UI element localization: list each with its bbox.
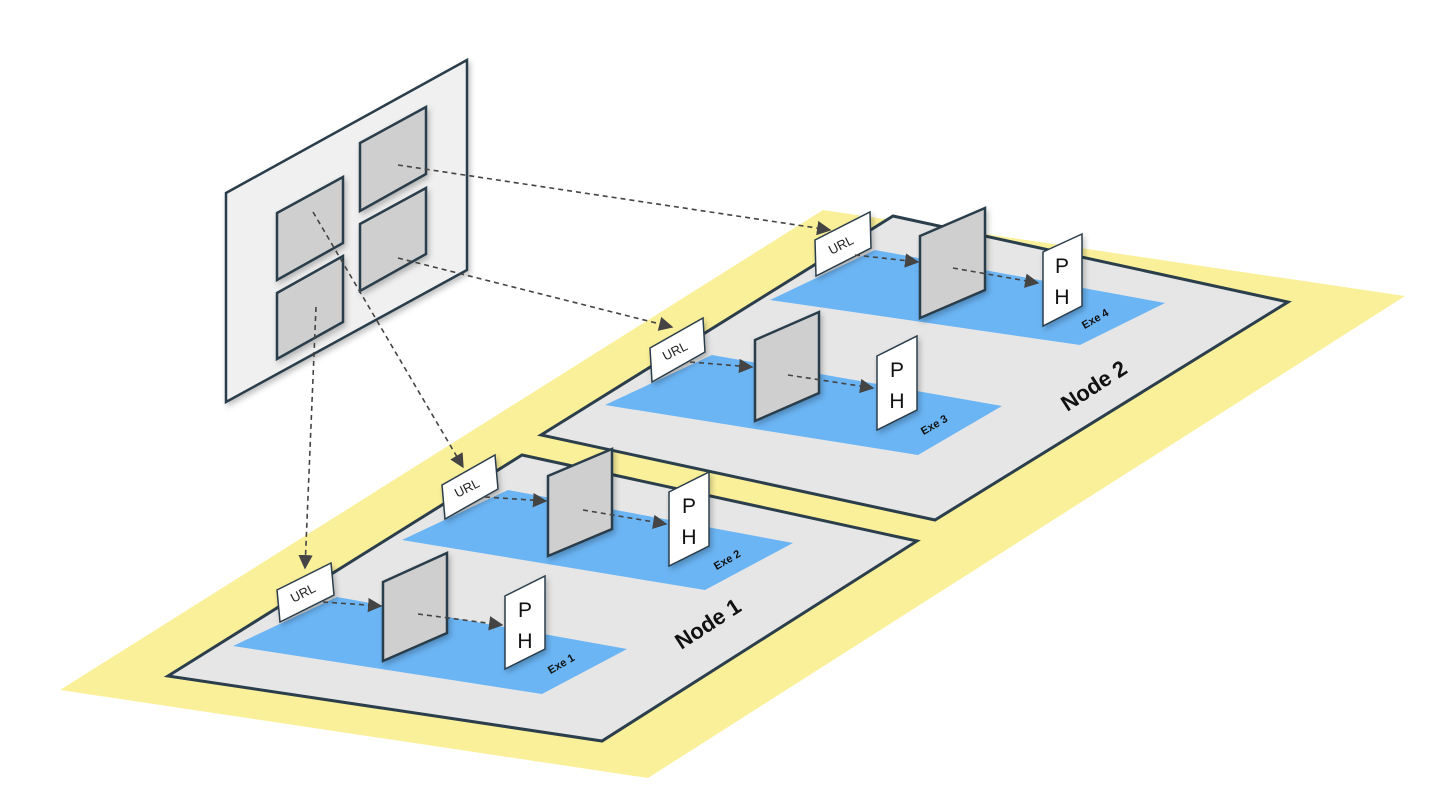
source-tile-top-right	[358, 104, 428, 214]
url-tag	[276, 561, 335, 624]
distribution-arrows	[298, 164, 832, 570]
arrow-tile-to-exe-3	[397, 257, 674, 331]
executor-2: URL P H Exe 2	[441, 447, 743, 573]
output-card	[1042, 232, 1083, 328]
output-letter-p: P	[890, 359, 904, 382]
output-card	[504, 574, 546, 671]
executor-3-plane	[605, 355, 1002, 455]
output-letter-h: H	[681, 526, 696, 549]
arrow-tile-to-exe-4	[397, 164, 832, 236]
executor-2-plane	[402, 490, 793, 590]
source-image-frame	[224, 57, 469, 405]
arrow-url-to-tile	[322, 597, 383, 613]
executor-3: URL P H Exe 3	[649, 310, 950, 438]
arrow-tile-to-exe-1	[298, 306, 317, 570]
pipeline-arrows	[322, 253, 1040, 631]
source-image	[224, 57, 469, 405]
source-tile-bottom-right	[358, 185, 428, 294]
source-tile-bottom-left	[275, 253, 345, 362]
arrow-tile-to-exe-2	[312, 211, 464, 469]
output-card	[668, 470, 710, 568]
output-letter-p: P	[682, 495, 696, 518]
source-tile-top-left	[275, 174, 345, 283]
image-tile	[546, 447, 614, 558]
output-letter-h: H	[889, 390, 904, 413]
output-letter-h: H	[1054, 286, 1069, 309]
arrow-url-to-tile	[484, 492, 548, 508]
output-letter-p: P	[1055, 255, 1069, 278]
image-tile	[381, 551, 449, 663]
output-card	[876, 334, 918, 432]
image-tile	[753, 310, 821, 423]
output-letter-h: H	[517, 630, 532, 653]
url-tag	[814, 210, 872, 278]
url-tag	[441, 453, 499, 521]
arrow-url-to-tile	[689, 358, 754, 374]
executor-1: URL P H Exe 1	[276, 551, 577, 677]
output-letter-p: P	[518, 599, 532, 622]
url-tag	[649, 316, 706, 384]
executor-4: URL P H Exe 4	[814, 206, 1112, 332]
image-tile	[918, 206, 987, 320]
executor-1-plane	[233, 597, 627, 694]
arrow-url-to-tile	[854, 253, 920, 268]
